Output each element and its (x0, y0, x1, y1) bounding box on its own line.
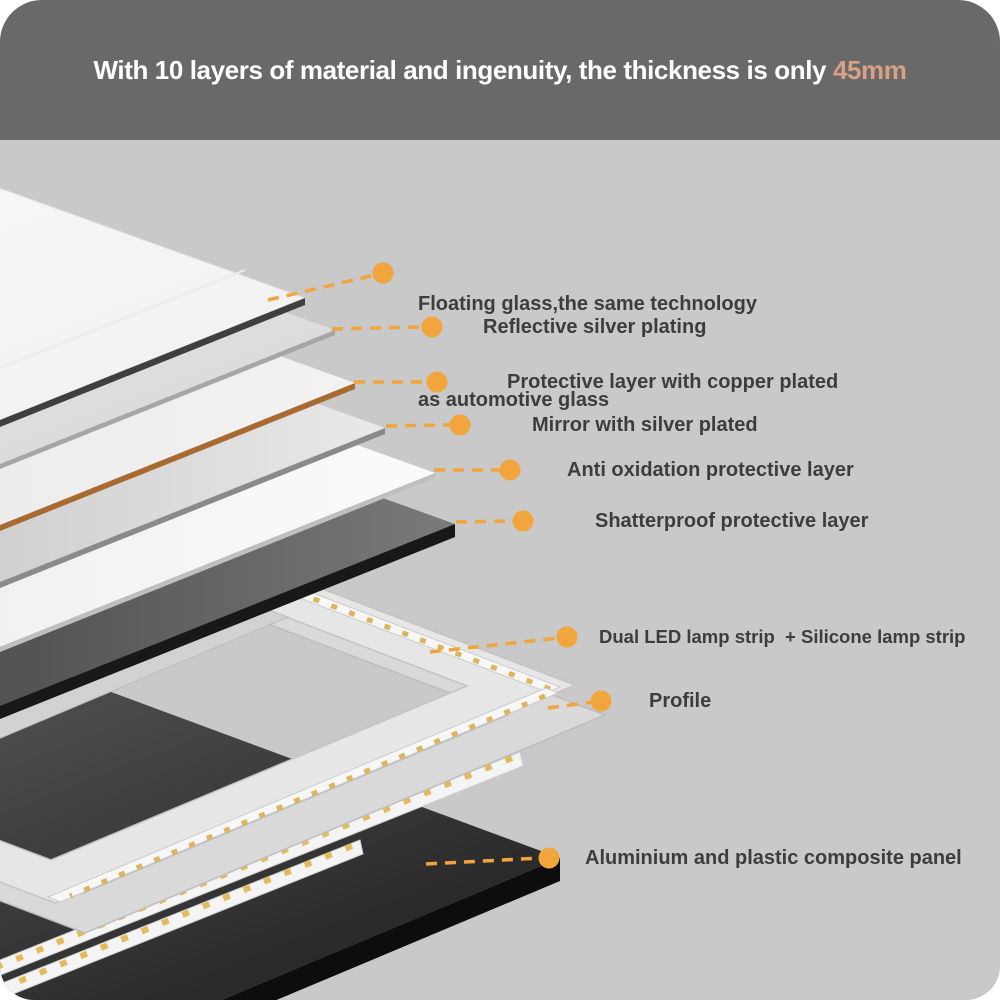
title-main: With 10 layers of material and ingenuity… (93, 54, 833, 85)
callout-shatterproof: Shatterproof protective layer (595, 510, 869, 532)
header-banner: With 10 layers of material and ingenuity… (0, 0, 1000, 140)
callout-anti-oxidation: Anti oxidation protective layer (567, 459, 854, 481)
led-strip-lower (0, 751, 524, 1000)
layer-floating-glass (0, 187, 307, 427)
leader-dot-led-strip (556, 626, 578, 648)
leader-dot-shatterproof (512, 510, 534, 532)
callout-profile: Profile (649, 690, 712, 712)
callout-floating-glass: Floating glass,the same technology as au… (418, 224, 757, 480)
leader-dot-floating-glass (372, 262, 394, 284)
leader-line-profile (547, 700, 594, 710)
leader-dot-anti-oxidation (499, 459, 521, 481)
leader-dot-mirror (449, 414, 471, 436)
callout-composite-panel: Aluminium and plastic composite panel (585, 847, 962, 869)
title-highlight: 45mm (832, 54, 907, 85)
callout-reflective-silver: Reflective silver plating (483, 316, 707, 338)
callout-text-line1: Floating glass,the same technology (418, 293, 757, 315)
leader-dot-silver-plating (421, 316, 443, 338)
exploded-layers-diagram (0, 187, 612, 1000)
callout-text-line2: as automotive glass (418, 389, 610, 411)
leader-line-shatterproof (455, 519, 516, 524)
callout-copper-layer: Protective layer with copper plated (507, 371, 839, 393)
leader-dot-copper (426, 371, 448, 393)
leader-dot-composite-panel (538, 847, 560, 869)
callout-mirror: Mirror with silver plated (532, 414, 758, 436)
leader-line-silver-plating (331, 325, 425, 331)
leader-lines (267, 273, 594, 866)
leader-dots (372, 262, 612, 869)
leader-dot-profile (590, 690, 612, 712)
leader-line-led-strip (429, 636, 560, 654)
callout-led-strip: Dual LED lamp strip + Silicone lamp stri… (599, 626, 966, 647)
page-title: With 10 layers of material and ingenuity… (93, 55, 906, 86)
leader-line-composite-panel (425, 856, 542, 866)
